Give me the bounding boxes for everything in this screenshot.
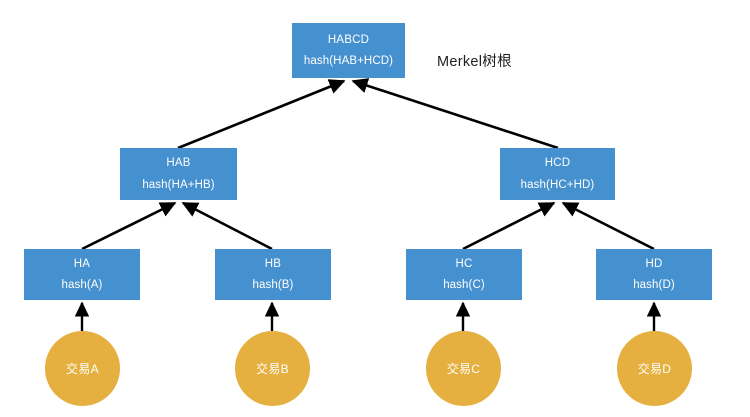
edge-hcd-to-root — [351, 78, 559, 150]
transaction-node-a[interactable]: 交易A — [45, 331, 120, 406]
node-hab[interactable]: HAB hash(HA+HB) — [120, 148, 237, 200]
edge-hab-to-root — [177, 79, 346, 150]
node-root-habcd[interactable]: HABCD hash(HAB+HCD) — [292, 23, 405, 78]
edge-ha-to-hab — [81, 201, 177, 251]
node-hd[interactable]: HD hash(D) — [596, 249, 712, 300]
node-hcd-label: HCD — [544, 157, 571, 170]
node-hab-label: HAB — [166, 157, 191, 170]
node-ha-label: HA — [73, 257, 91, 270]
node-hb-label: HB — [264, 257, 282, 270]
transaction-node-b[interactable]: 交易B — [235, 331, 310, 406]
node-root-hash: hash(HAB+HCD) — [303, 55, 394, 67]
transaction-node-b-label: 交易B — [256, 362, 289, 376]
edge-hd-to-hcd — [561, 201, 655, 251]
transaction-node-d-label: 交易D — [637, 362, 672, 376]
transaction-node-a-label: 交易A — [66, 362, 99, 376]
node-hd-hash: hash(D) — [633, 279, 675, 291]
node-hab-hash: hash(HA+HB) — [142, 178, 215, 191]
node-hcd-hash: hash(HC+HD) — [520, 178, 595, 191]
node-root-label: HABCD — [327, 33, 370, 46]
edge-hc-to-hcd — [462, 201, 556, 251]
node-hb-hash: hash(B) — [252, 279, 294, 291]
merkle-root-annotation: Merkel树根 — [437, 54, 512, 70]
node-hcd[interactable]: HCD hash(HC+HD) — [500, 148, 615, 200]
node-hd-label: HD — [645, 257, 663, 270]
transaction-node-c[interactable]: 交易C — [426, 331, 501, 406]
node-hc-hash: hash(C) — [443, 279, 485, 291]
transaction-node-c-label: 交易C — [446, 362, 481, 376]
transaction-node-d[interactable]: 交易D — [617, 331, 692, 406]
node-hc[interactable]: HC hash(C) — [406, 249, 522, 300]
node-ha[interactable]: HA hash(A) — [24, 249, 140, 300]
node-hb[interactable]: HB hash(B) — [215, 249, 331, 300]
node-ha-hash: hash(A) — [61, 279, 103, 291]
edge-hb-to-hab — [181, 201, 273, 251]
node-hc-label: HC — [455, 257, 473, 270]
